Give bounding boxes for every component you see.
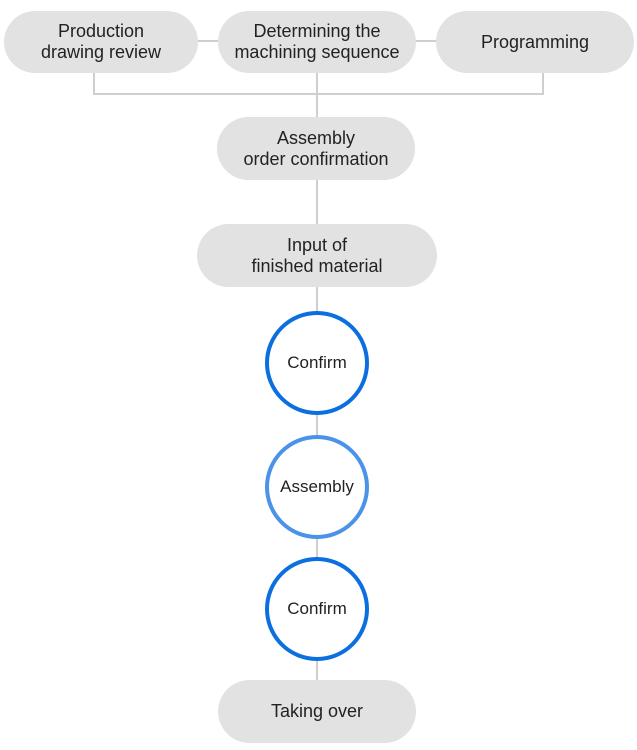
- connector-top-right: [414, 40, 438, 42]
- step-confirm-2: Confirm: [265, 557, 369, 661]
- connector-merge-bar: [93, 93, 544, 95]
- step-input-finished-material: Input of finished material: [197, 224, 437, 287]
- step-programming: Programming: [436, 11, 634, 73]
- step-taking-over: Taking over: [218, 680, 416, 743]
- step-determining-machining-sequence: Determining the machining sequence: [218, 11, 416, 73]
- step-production-drawing-review: Production drawing review: [4, 11, 198, 73]
- step-assembly: Assembly: [265, 435, 369, 539]
- step-assembly-order-confirmation: Assembly order confirmation: [217, 117, 415, 180]
- connector-top-left: [198, 40, 222, 42]
- step-confirm-1: Confirm: [265, 311, 369, 415]
- connector-right-drop: [542, 72, 544, 95]
- connector-left-drop: [93, 72, 95, 95]
